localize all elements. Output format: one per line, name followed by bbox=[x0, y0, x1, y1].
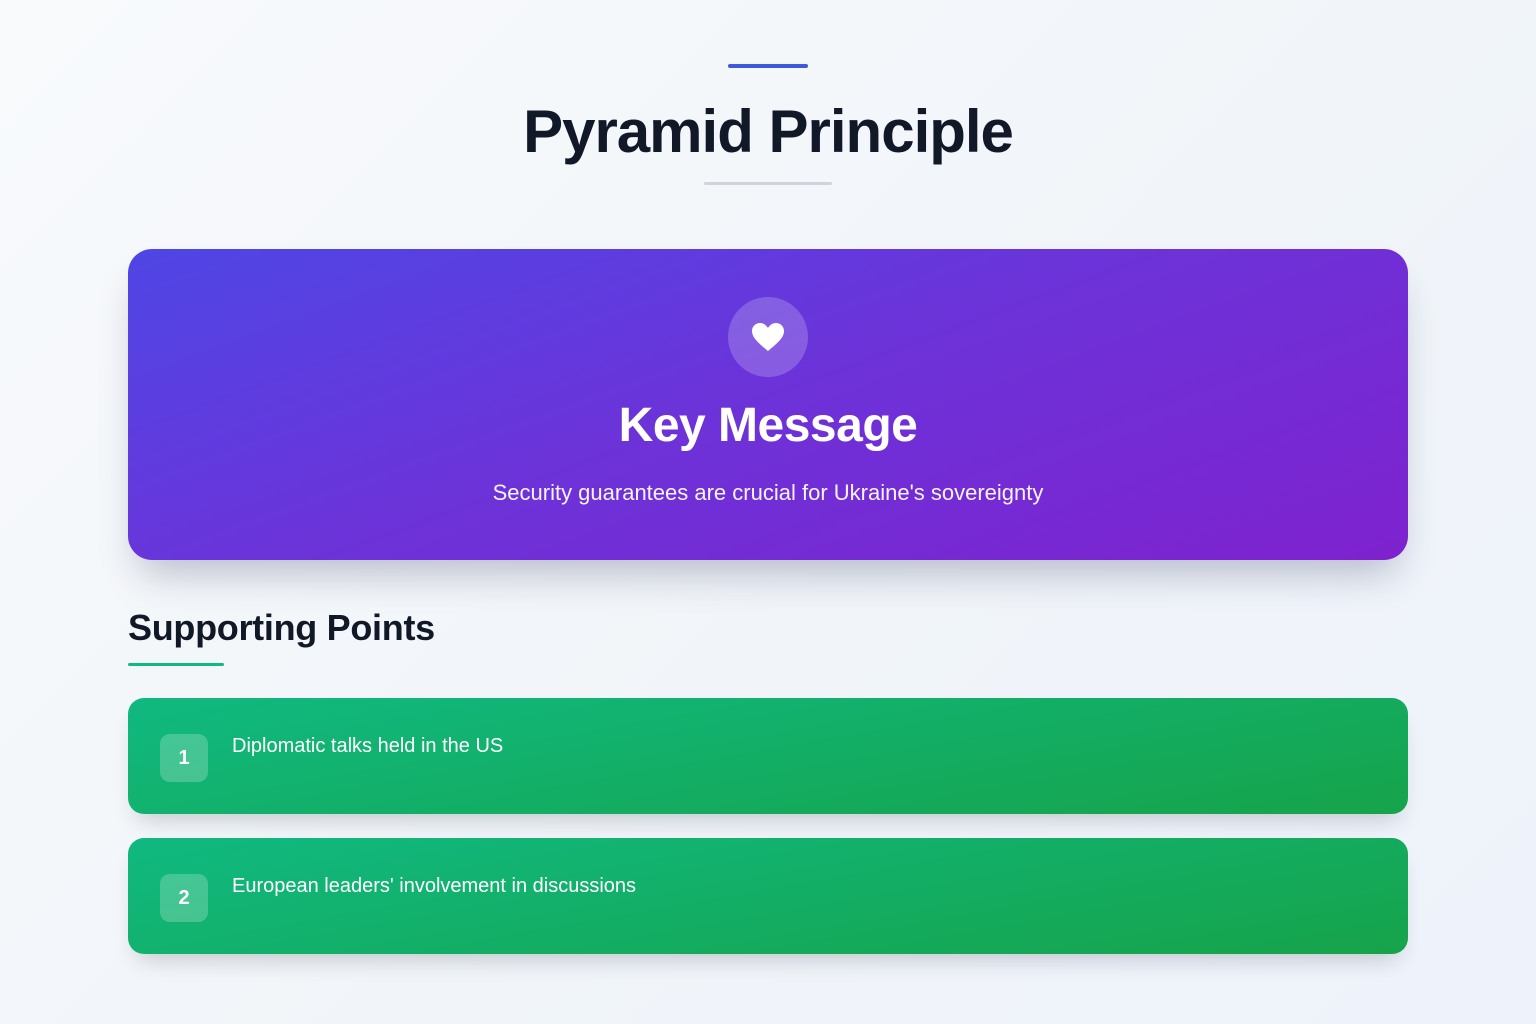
point-number-badge: 2 bbox=[160, 874, 208, 922]
key-message-text: Security guarantees are crucial for Ukra… bbox=[492, 480, 1044, 505]
supporting-point-card: 1 Diplomatic talks held in the US bbox=[128, 698, 1408, 814]
heart-icon bbox=[728, 297, 808, 377]
point-text: European leaders' involvement in discuss… bbox=[232, 875, 637, 897]
point-text: Diplomatic talks held in the US bbox=[232, 735, 504, 757]
page-title: Pyramid Principle bbox=[523, 98, 1014, 165]
supporting-points-heading: Supporting Points bbox=[128, 607, 435, 648]
key-message-title: Key Message bbox=[618, 399, 918, 452]
supporting-point-card: 2 European leaders' involvement in discu… bbox=[128, 838, 1408, 954]
top-accent-bar bbox=[728, 64, 808, 68]
supporting-points-underline bbox=[128, 663, 224, 666]
key-message-card: Key Message Security guarantees are cruc… bbox=[128, 249, 1408, 560]
point-number-badge: 1 bbox=[160, 734, 208, 782]
title-underline bbox=[704, 182, 832, 185]
